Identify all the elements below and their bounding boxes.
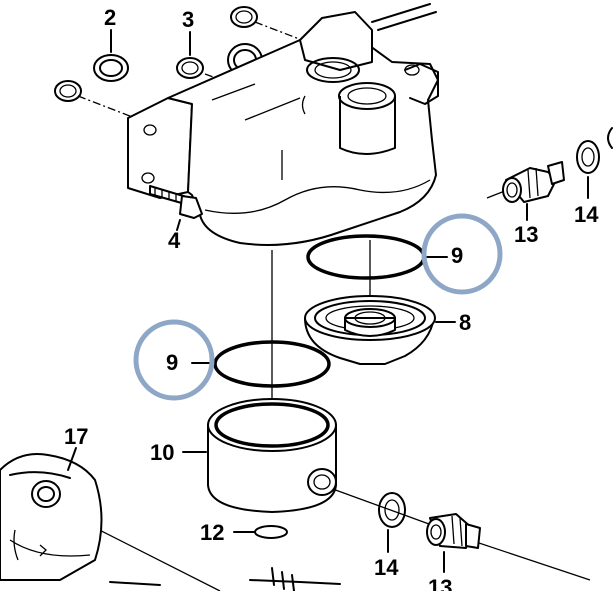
- leader-4: [176, 219, 181, 231]
- seal-ring-small-left: [54, 80, 82, 102]
- filter-housing: [127, 3, 439, 246]
- leader-17: [67, 447, 77, 471]
- callout-17: 17: [64, 424, 88, 449]
- callout-4: 4: [168, 228, 181, 253]
- o-ring-9-lower: [213, 340, 331, 388]
- seal-ring-top-a: [230, 6, 258, 28]
- nipple-13-lower: [426, 513, 481, 549]
- base-plate-hatching: [109, 567, 341, 591]
- ring-12: [254, 525, 288, 539]
- seal-ring-2: [93, 54, 129, 82]
- highlight-circle-upper: [421, 213, 503, 295]
- valve-seat-8: [304, 295, 436, 365]
- seal-ring-3: [176, 57, 204, 79]
- edge-fragment: [607, 127, 613, 149]
- callout-3: 3: [182, 7, 194, 32]
- callout-14-lower: 14: [374, 555, 399, 580]
- callout-13-upper: 13: [514, 222, 538, 247]
- callout-9-lower: 9: [166, 350, 178, 375]
- callout-8: 8: [459, 310, 471, 335]
- bracket-17: [0, 453, 103, 581]
- washer-14-lower: [378, 492, 406, 528]
- bolt-4: [149, 185, 203, 219]
- nipple-13-upper: [502, 161, 565, 203]
- callout-14-upper: 14: [574, 202, 599, 227]
- callout-12: 12: [200, 520, 224, 545]
- callout-10: 10: [150, 440, 174, 465]
- highlight-circle-lower: [133, 319, 215, 401]
- o-ring-9-upper: [306, 234, 426, 280]
- callout-2: 2: [104, 5, 116, 30]
- callout-13-lower: 13: [428, 575, 452, 591]
- callout-9-upper: 9: [451, 243, 463, 268]
- sleeve-10: [207, 398, 337, 513]
- washer-14-upper: [576, 140, 600, 174]
